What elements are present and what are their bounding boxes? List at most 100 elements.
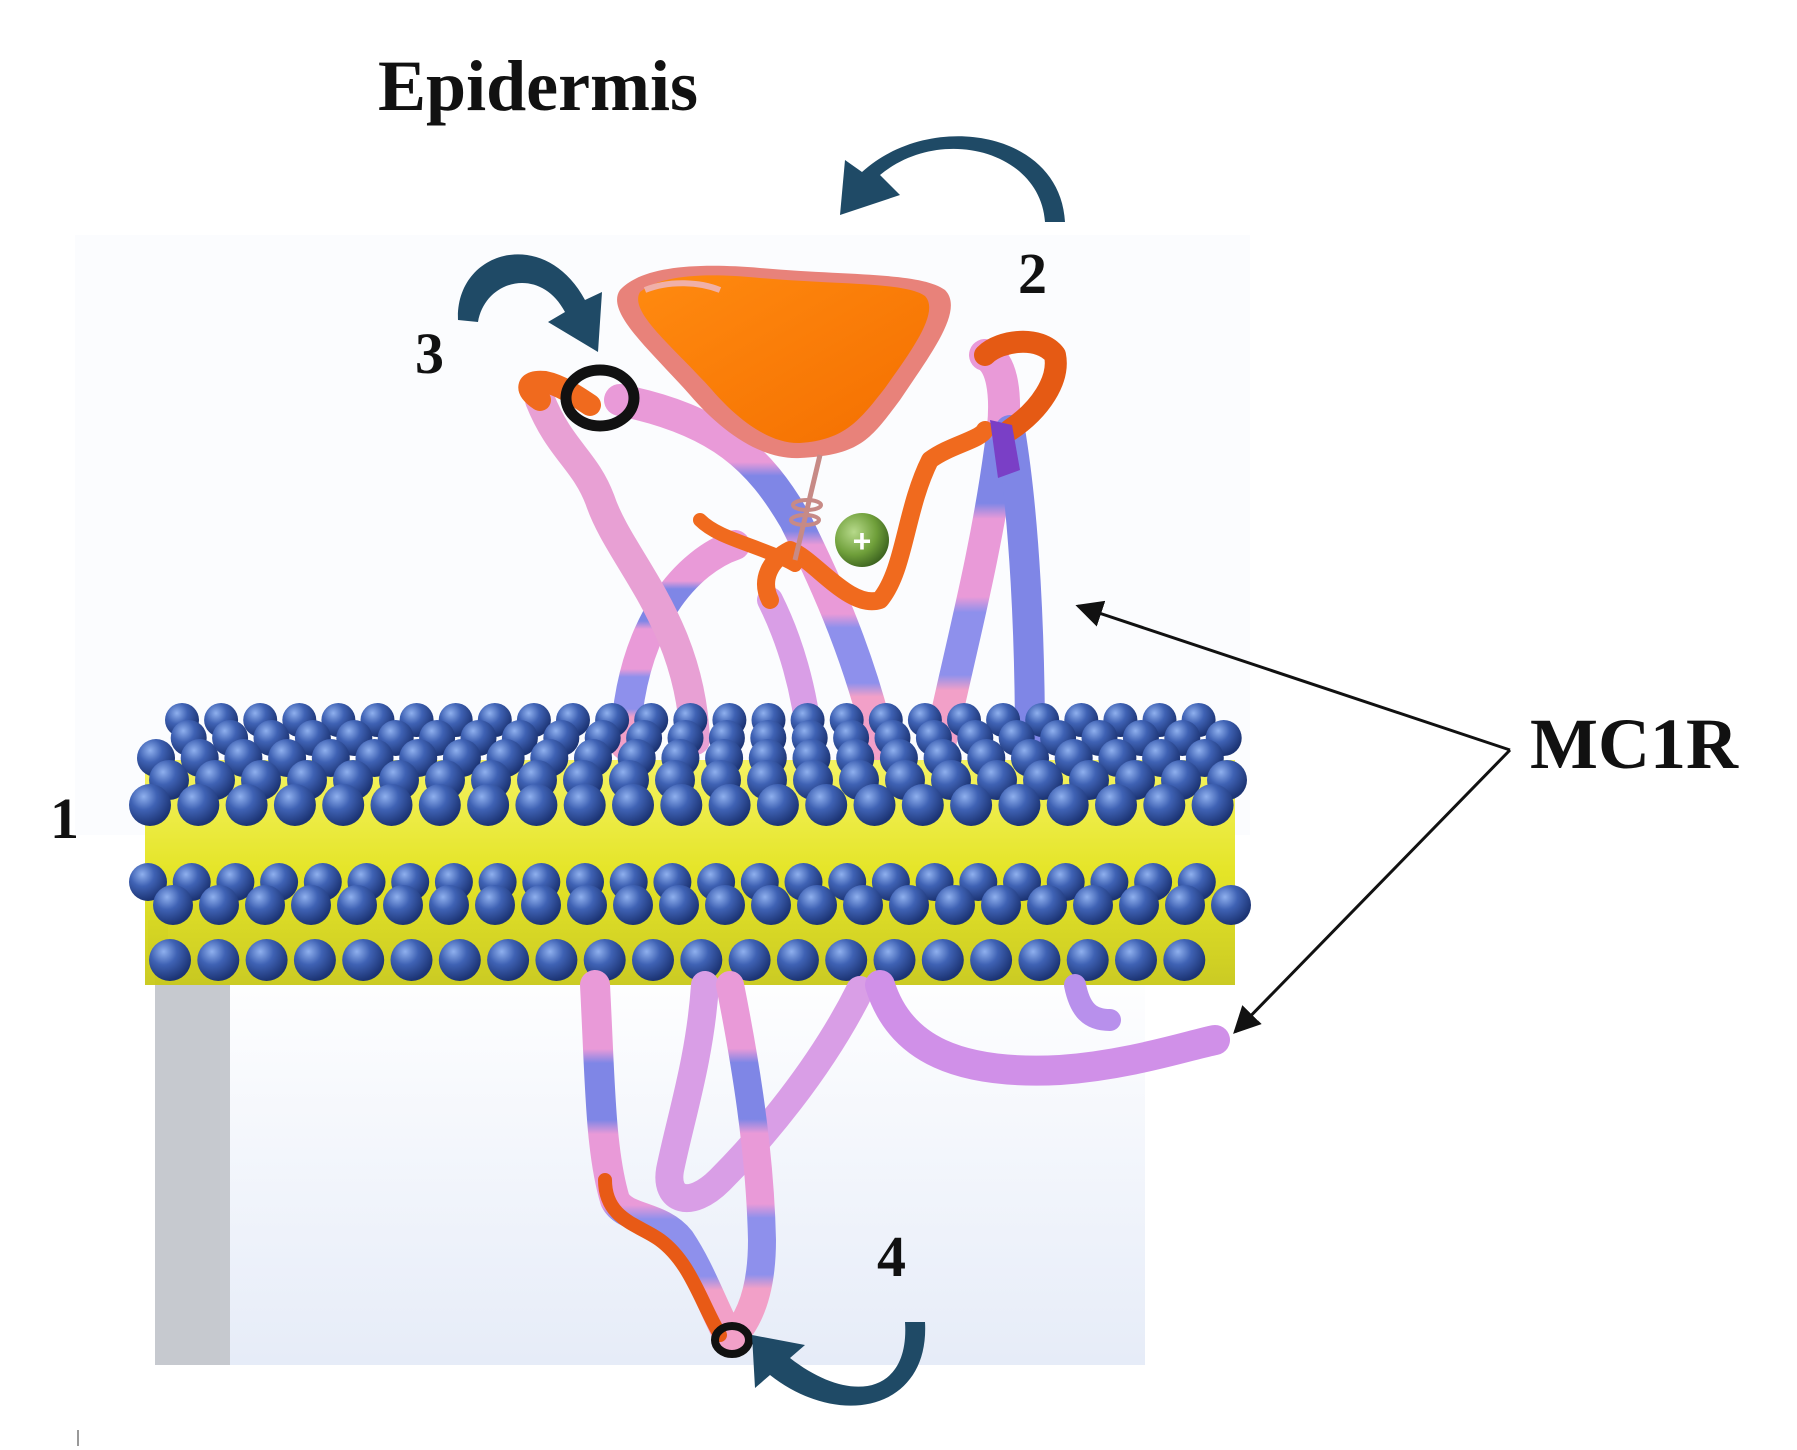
loop-orange-inner (693, 513, 802, 572)
lipid-head (1119, 885, 1159, 925)
lipid-head (776, 939, 819, 981)
lipid-head (680, 939, 723, 981)
cell-membrane (129, 703, 1251, 985)
lipid-head (390, 939, 433, 981)
label-3: 3 (415, 321, 444, 386)
lipid-head (467, 784, 510, 826)
lipid-head (935, 885, 975, 925)
lipid-head (825, 939, 868, 981)
lipid-head (612, 784, 654, 826)
site-4-marker (711, 1322, 753, 1358)
lipid-head (322, 784, 365, 826)
helix-c (604, 384, 896, 761)
lipid-head (521, 885, 561, 925)
lipid-head (1115, 939, 1157, 981)
lipid-head (337, 885, 377, 925)
lipid-head (129, 863, 167, 901)
lipid-head (563, 784, 606, 826)
lipid-head (342, 939, 385, 981)
lipid-head (245, 885, 285, 925)
lipid-head (1027, 885, 1067, 925)
arrow-3-icon (457, 254, 602, 352)
lipid-head (705, 885, 745, 925)
lipid-head (438, 939, 481, 981)
loop-orange-right (974, 330, 1067, 441)
lipid-head (889, 885, 929, 925)
lipid-head (197, 939, 240, 981)
loop-lower (598, 1173, 727, 1342)
figure-title: Epidermis (378, 46, 699, 126)
lipid-head (728, 939, 771, 981)
lipid-head (535, 939, 578, 981)
lipid-head (1046, 784, 1089, 826)
svg-text:+: + (853, 523, 872, 559)
lipid-head (199, 885, 239, 925)
mc1r-pointer-arrows (1075, 600, 1512, 1034)
loop-orange-top (518, 370, 601, 416)
membrane-bottom-beads (129, 863, 1251, 981)
lipid-head (245, 939, 288, 981)
lipid-head (475, 885, 515, 925)
lipid-head (129, 784, 171, 826)
ligand-shape-icon (617, 265, 951, 561)
lipid-head (797, 885, 837, 925)
lipid-head (418, 784, 461, 826)
lipid-head (1163, 939, 1206, 981)
lipid-head (901, 784, 944, 826)
lipid-head (177, 784, 220, 826)
lipid-head (756, 784, 799, 826)
lipid-head (291, 885, 331, 925)
lipid-head (1095, 784, 1137, 826)
lipid-head (613, 885, 653, 925)
binding-patch (990, 420, 1020, 478)
helix-g (580, 970, 745, 1355)
lipid-head (659, 885, 699, 925)
lipid-head (149, 939, 191, 981)
lipid-head (853, 784, 896, 826)
lipid-head (981, 885, 1021, 925)
helix-j (865, 970, 1230, 1086)
lipid-head (487, 939, 530, 981)
lipid-head (515, 784, 558, 826)
lipid-head (708, 784, 751, 826)
lipid-head (370, 784, 413, 826)
label-4: 4 (877, 1224, 906, 1289)
plus-ion-icon: + (835, 513, 889, 567)
curved-arrows (457, 136, 1065, 1406)
lipid-head (632, 939, 674, 981)
lipid-head (429, 885, 469, 925)
helix-e (924, 339, 1021, 761)
arrow-4-icon (752, 1322, 926, 1406)
lipid-head (1211, 885, 1251, 925)
helix-b (525, 385, 710, 755)
label-2: 2 (1018, 241, 1047, 306)
lipid-head (751, 885, 791, 925)
helix-h (655, 971, 874, 1213)
lipid-head (1191, 784, 1234, 826)
lipid-head (1143, 784, 1186, 826)
lipid-head (383, 885, 423, 925)
lipid-head (921, 939, 964, 981)
lipid-head (843, 885, 883, 925)
lipid-head (950, 784, 993, 826)
arrow-2-icon (840, 136, 1065, 222)
site-3-marker (560, 364, 640, 432)
lipid-head (970, 939, 1013, 981)
lipid-head (873, 939, 916, 981)
lipid-head (293, 939, 336, 981)
label-mc1r: MC1R (1530, 704, 1738, 784)
helix-k (1064, 974, 1121, 1031)
lipid-head (153, 885, 193, 925)
mc1r-intracellular-helices (580, 970, 1230, 1355)
lipid-head (998, 784, 1041, 826)
label-1-membrane: 1 (50, 786, 79, 851)
lipid-head (805, 784, 848, 826)
membrane-top-beads (129, 703, 1247, 826)
lipid-head (273, 784, 316, 826)
lipid-head (1073, 885, 1113, 925)
lipid-head (1066, 939, 1109, 981)
lipid-head (567, 885, 607, 925)
lipid-head (1018, 939, 1061, 981)
lipid-head (660, 784, 703, 826)
